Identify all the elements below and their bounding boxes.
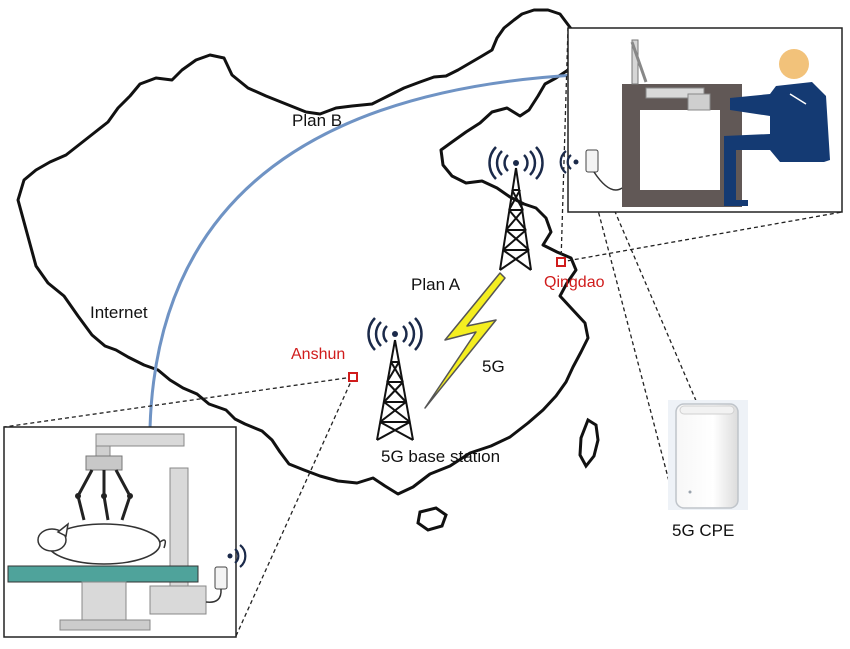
cpe-status-light <box>688 490 692 494</box>
cell-tower-icon <box>499 167 532 271</box>
qingdao-label: Qingdao <box>544 274 605 291</box>
surgeon-head <box>779 49 809 79</box>
anshun-label: Anshun <box>291 346 345 363</box>
hainan-outline <box>416 506 448 532</box>
robot-base <box>149 585 207 615</box>
console-monitor-tilt <box>630 41 648 83</box>
wireless-signal-icon <box>367 317 423 351</box>
surgeon-sleeve-line <box>789 93 807 105</box>
robot-joints <box>75 493 133 499</box>
patient-robot-inset <box>3 426 247 638</box>
cpe-device-top <box>679 405 735 415</box>
tower-north <box>488 146 544 271</box>
cell-tower-icon <box>376 339 414 441</box>
wireless-signal-icon <box>488 146 544 180</box>
five-g-label: 5G <box>482 357 505 376</box>
master-controller-arm <box>645 87 705 99</box>
robot-arm-top <box>95 433 185 447</box>
callout-cpe-left <box>587 171 677 509</box>
lightning-bolt-icon <box>424 272 506 409</box>
operating-table-top <box>7 565 199 583</box>
patient-cpe-cable <box>205 588 222 603</box>
animal-ear <box>56 522 70 538</box>
wireless-signal-icon <box>559 150 579 174</box>
robot-head <box>85 455 123 471</box>
cpe-device-body <box>675 403 739 509</box>
surgeon-console-inset <box>559 27 843 213</box>
mainland-outline <box>16 8 590 496</box>
cpe-device-image <box>668 400 748 510</box>
animal-head <box>37 528 67 552</box>
anshun-square <box>348 372 358 382</box>
plan-b-label: Plan B <box>292 111 342 130</box>
internet-label: Internet <box>90 303 148 322</box>
anshun-marker: Anshun <box>291 346 358 382</box>
cpe-cable <box>593 171 623 191</box>
wireless-signal-icon <box>227 544 247 568</box>
plan-a-label: Plan A <box>411 275 461 294</box>
plan-b-internet-arc <box>148 73 576 429</box>
qingdao-square <box>556 257 566 267</box>
callout-anshun-bottom <box>235 376 354 637</box>
qingdao-marker: Qingdao <box>544 257 605 291</box>
callout-anshun-left <box>3 376 354 428</box>
china-map <box>16 8 600 532</box>
animal-tail <box>159 539 167 549</box>
callout-qingdao-right <box>560 211 843 263</box>
operating-table-base <box>59 619 151 631</box>
taiwan-outline <box>578 417 600 469</box>
animal-patient <box>37 522 167 565</box>
surgeon-side-cpe <box>585 149 599 173</box>
operating-table-stand <box>81 581 127 623</box>
tower-south <box>367 317 423 441</box>
cpe-label: 5G CPE <box>672 521 734 540</box>
surgeon-body <box>724 82 830 206</box>
patient-side-cpe <box>214 566 228 590</box>
master-controller-grip <box>687 93 711 111</box>
base-station-label: 5G base station <box>381 447 500 466</box>
